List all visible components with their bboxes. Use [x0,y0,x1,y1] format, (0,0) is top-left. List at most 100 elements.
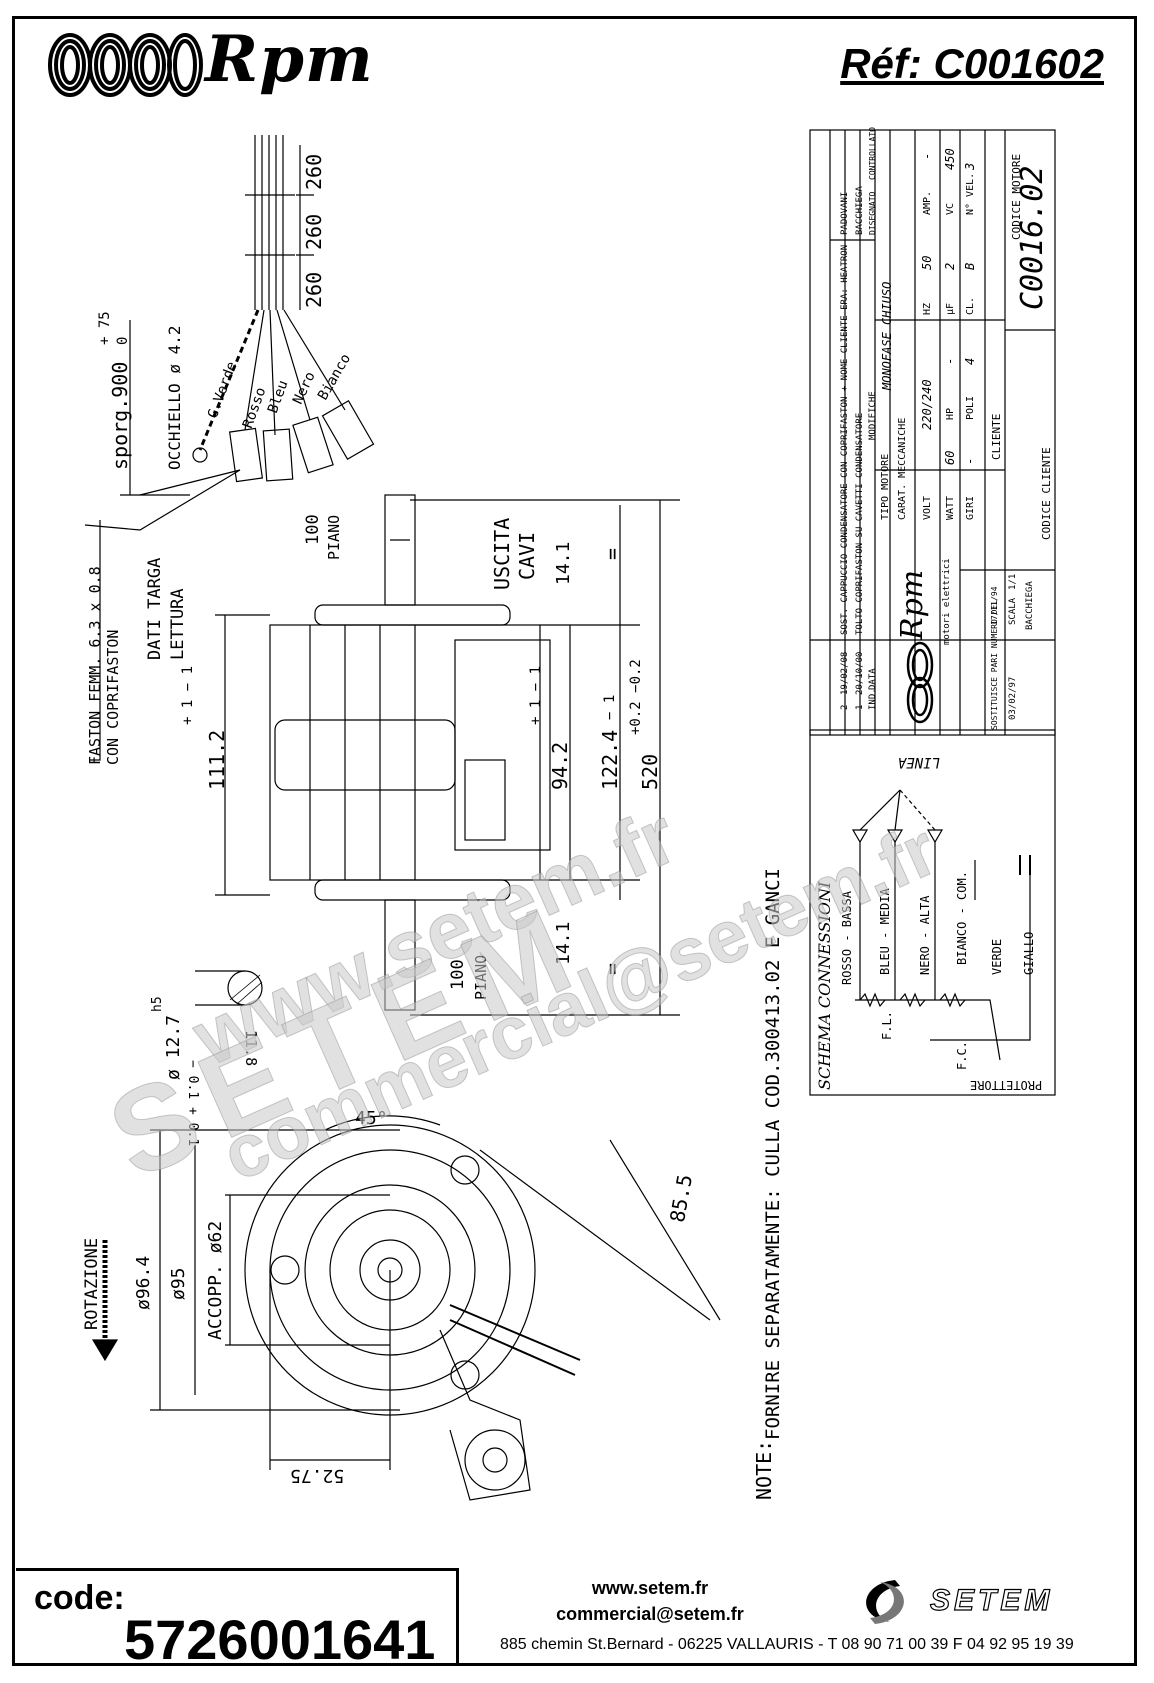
title-block-logo-rpm: Rpm [895,569,930,640]
dimension-122-4: 122.4 [598,729,622,790]
shaft-flat: 11.8 [242,1030,260,1067]
revision-2-ind: 2 [840,704,850,710]
rpm-coil-logo [48,33,203,97]
diameter-96: ø96.4 [133,1255,154,1310]
code-label: code: [34,1579,125,1617]
cable-length-3: 260 [302,271,326,308]
title-block-logo-sub: motori elettrici [942,558,952,645]
piano-top-value: 100 [303,514,323,545]
hz-label: HZ [922,302,933,315]
note-label: NOTE: [752,1439,776,1500]
dimension-14-top: 14.1 [553,541,574,585]
cliente-label: CLIENTE [990,413,1003,460]
vc-label: VC [945,202,956,215]
piano-bottom-label: PIANO [472,954,490,1000]
uf-label: µF [945,302,956,315]
revision-1-date: 20/10/00 [855,651,865,695]
conn-bianco: BIANCO - COM. [955,871,969,965]
dimension-122-tol: − 1 [602,694,618,720]
dati-targa-2: LETTURA [168,588,188,660]
amp-label: AMP. [922,190,933,215]
contact-block: www.setem.fr commercial@setem.fr [470,1575,830,1627]
modifiche-header: MODIFICHE [868,391,878,440]
dati-targa-1: DATI TARGA [145,557,165,660]
revision-1-desc: TOLTO COPRIFASTON SU CAVETTI CONDENSATOR… [855,412,865,635]
conn-verde: VERDE [990,938,1004,975]
volt-value: 220/240 [920,379,934,430]
sostituisce-date: 17/11/94 [990,586,999,625]
conn-rosso: ROSSO - BASSA [840,891,854,985]
tipo-motore-label: TIPO MOTORE [880,453,891,520]
schema-protettore: PROTETTORE [970,1078,1043,1092]
volt-label: VOLT [922,495,933,520]
revision-1-by: BACCHIEGA [855,186,865,235]
data-value: 03/02/97 [1008,676,1018,720]
diameter-95: ø95 [168,1267,189,1300]
drawing-frame [12,16,1137,1666]
conn-bleu: BLEU - MEDIA [878,888,892,975]
revision-1-ind: 1 [855,704,865,710]
nvel-label: N° VEL. [965,172,976,215]
amp-value: - [920,152,934,160]
dimension-111-tol: + 1 − 1 [180,665,196,725]
cl-label: CL. [965,296,976,315]
revision-2-by: PADOVANI [840,191,850,235]
dimension-520: 520 [638,753,662,790]
shaft-fit: h5 [150,996,165,1012]
disegnato-header: DISEGNATO [868,191,877,235]
address-line: 885 chemin St.Bernard - 06225 VALLAURIS … [500,1636,1074,1653]
dimension-94-2: 94.2 [548,741,572,790]
piano-bottom-value: 100 [448,959,468,990]
note-text: FORNIRE SEPARATAMENTE: CULLA COD.300413.… [762,868,784,1440]
scala-value: 1/1 [1008,573,1018,590]
hz-value: 50 [920,255,934,270]
dimension-94-tol: + 1 − 1 [528,665,544,725]
nvel-value: 3 [963,162,977,170]
sporgenza-tol-lower: 0 [115,336,131,345]
uscita-cavi-2: CAVI [515,531,539,580]
code-value: 5726001641 [124,1608,436,1671]
watt-value: 60 [943,450,957,465]
equal-mark-top: = [600,547,624,560]
dimension-111-2: 111.2 [205,729,229,790]
piano-top-label: PIANO [325,514,343,560]
cable-length-2: 260 [302,213,326,250]
schema-linea: LINEA [897,754,940,770]
disegnato-value: BACCHIEGA [1025,581,1035,630]
schema-fc: F.C. [955,1041,969,1070]
code-box: code: 5726001641 [16,1568,459,1671]
dimension-52-75: 52.75 [290,1465,345,1486]
conn-giallo: GIALLO [1022,931,1036,975]
data-header: DATA [868,668,878,690]
dimension-14-bottom: 14.1 [553,921,574,965]
vc-value: 450 [943,148,957,170]
website-link[interactable]: www.setem.fr [591,1578,709,1598]
controllato-header: CONTROLLATO [868,127,877,180]
occhiello-label: OCCHIELLO ø 4.2 [165,325,184,471]
schema-title: SCHEMA CONNESSIONI [815,881,834,1090]
revision-2-date: 19/02/08 [840,651,850,695]
angle-label: 45° [355,1108,388,1129]
uf-value: 2 [943,262,957,270]
sporgenza-label: sporg.900 [108,361,132,470]
watt-label: WATT [945,495,956,520]
dimension-520-tol: +0.2 −0.2 [628,659,644,735]
conn-nero: NERO - ALTA [918,895,932,975]
tipo-motore-value: MONOFASE CHIUSO [880,281,894,390]
setem-logo: SETEM [866,1580,1050,1624]
schema-fl: F.L. [880,1011,894,1040]
shaft-tolerance: − 0.1 + 0.1 [185,1060,200,1147]
carat-label: CARAT. MECCANICHE [897,417,908,520]
codice-cliente-label: CODICE CLIENTE [1040,447,1053,540]
email-link[interactable]: commercial@setem.fr [556,1604,744,1624]
hp-value: - [943,357,957,365]
sporgenza-tol-upper: + 75 [97,311,113,345]
poli-label: POLI [965,395,976,420]
revision-2-desc: SOST. CAPPUCCIO CONDENSATORE CON COPRIFA… [840,244,850,635]
reference-number: Réf: C001602 [840,40,1104,87]
hp-label: HP [945,407,956,420]
giri-value: - [963,457,977,465]
brand-name: Rpm [205,22,374,97]
uscita-cavi-1: USCITA [490,517,514,590]
